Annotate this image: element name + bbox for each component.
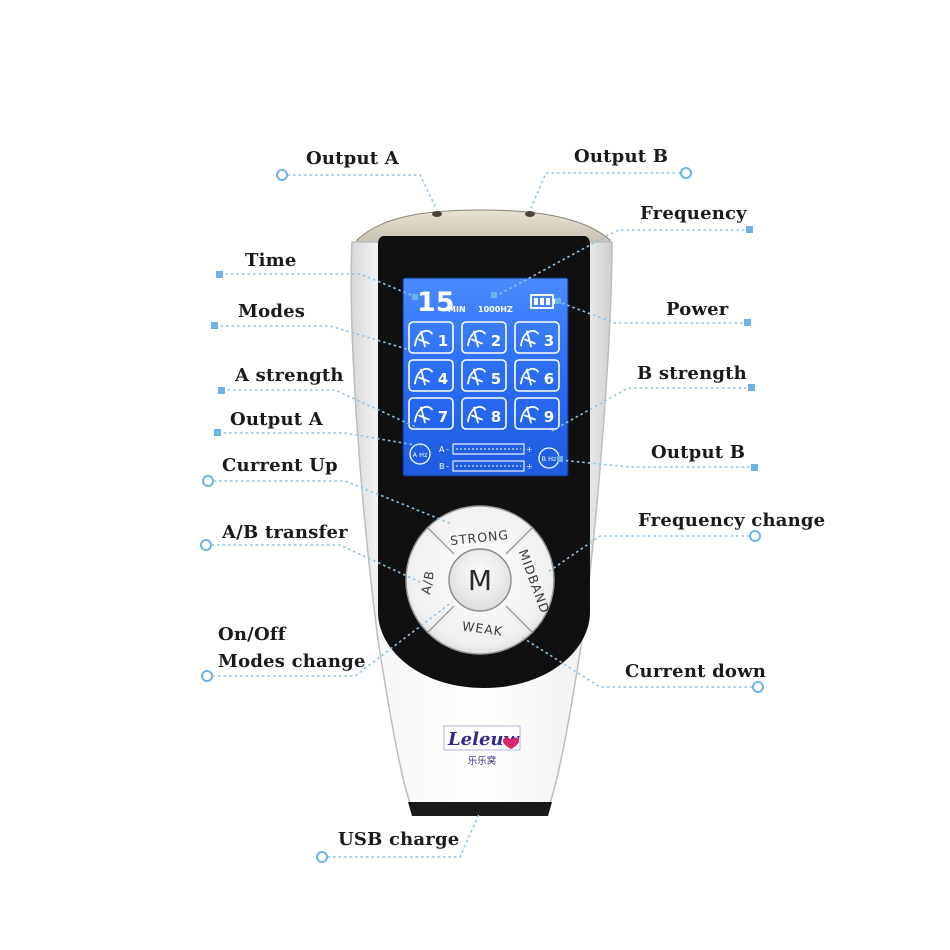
massage-icon xyxy=(520,405,539,424)
label-usb-charge: USB charge xyxy=(338,829,459,850)
bottom-cap xyxy=(408,802,552,816)
massage-icon xyxy=(467,367,486,386)
label-power: Power xyxy=(666,299,729,320)
label-time: Time xyxy=(245,250,297,271)
massage-icon xyxy=(414,329,433,348)
label-modes: Modes xyxy=(238,301,305,322)
lcd-frequency-value: 1000HZ xyxy=(478,305,513,314)
weak-button-label: WEAK xyxy=(461,618,504,639)
massage-icon xyxy=(520,329,539,348)
label-output-b-mid: Output B xyxy=(651,442,745,463)
mode-number: 3 xyxy=(544,332,554,350)
massage-icon xyxy=(467,405,486,424)
button-pad: STRONG MIDBAND WEAK A/B M xyxy=(405,505,555,655)
massage-icon xyxy=(414,405,433,424)
lcd-screen: 15 MIN 1000HZ 1 2 3 4 5 6 7 8 9 A Hz B Hz A - xyxy=(402,277,569,477)
mode-number: 9 xyxy=(544,408,554,426)
mode-icon-5: 5 xyxy=(461,359,507,392)
label-ab-transfer: A/B transfer xyxy=(221,522,348,543)
label-current-down: Current down xyxy=(625,661,766,682)
mode-number: 7 xyxy=(438,408,448,426)
battery-icon xyxy=(530,294,556,309)
mode-icon-3: 3 xyxy=(514,321,560,354)
output-b-jack xyxy=(525,211,535,217)
b-minus: - xyxy=(446,462,449,471)
weak-button[interactable]: WEAK xyxy=(434,606,526,645)
label-output-b-top: Output B xyxy=(574,146,668,167)
label-modes-change: Modes change xyxy=(218,651,366,672)
output-a-jack xyxy=(432,211,442,217)
a-hz-badge xyxy=(409,443,431,465)
b-channel-letter: B xyxy=(439,462,445,471)
leader-lines xyxy=(200,167,764,863)
brand-logo: Leleuw 乐乐窝 xyxy=(443,725,521,767)
mode-icon-2: 2 xyxy=(461,321,507,354)
a-strength-bar xyxy=(452,443,525,455)
b-strength-bar xyxy=(452,460,525,472)
label-a-strength: A strength xyxy=(234,365,344,386)
mode-grid: 1 2 3 4 5 6 7 8 9 xyxy=(408,321,560,430)
a-hz-text: A Hz xyxy=(413,451,428,459)
a-plus: + xyxy=(526,445,533,454)
a-channel-letter: A xyxy=(439,445,445,454)
mode-icon-8: 8 xyxy=(461,397,507,430)
mode-number: 6 xyxy=(544,370,554,388)
heart-icon xyxy=(503,737,519,749)
mode-number: 4 xyxy=(438,370,448,388)
label-frequency-change: Frequency change xyxy=(638,510,825,531)
mode-icon-9: 9 xyxy=(514,397,560,430)
mode-number: 8 xyxy=(491,408,501,426)
massage-icon xyxy=(467,329,486,348)
label-output-a-top: Output A xyxy=(306,148,400,169)
strong-button-label: STRONG xyxy=(449,527,509,548)
brand-chinese-text: 乐乐窝 xyxy=(468,755,497,767)
lcd-time-value: 15 xyxy=(417,287,455,318)
mode-icon-7: 7 xyxy=(408,397,454,430)
device: 15 MIN 1000HZ 1 2 3 4 5 6 7 8 9 A Hz B Hz A - xyxy=(350,209,613,816)
label-current-up: Current Up xyxy=(222,455,338,476)
brand-logo-text: Leleuw xyxy=(447,729,520,750)
mode-number: 5 xyxy=(491,370,501,388)
massage-icon xyxy=(520,367,539,386)
label-frequency: Frequency xyxy=(640,203,747,224)
mode-number: 1 xyxy=(438,332,448,350)
mode-number: 2 xyxy=(491,332,501,350)
massage-icon xyxy=(414,367,433,386)
label-output-a-mid: Output A xyxy=(230,409,324,430)
ab-button-label: A/B xyxy=(418,569,437,596)
mode-icon-6: 6 xyxy=(514,359,560,392)
label-onoff: On/Off xyxy=(218,624,287,645)
m-button-label: M xyxy=(468,564,492,597)
lcd-time-unit: MIN xyxy=(448,305,466,314)
ab-button[interactable]: A/B xyxy=(415,534,454,626)
b-plus: + xyxy=(526,462,533,471)
strong-button[interactable]: STRONG xyxy=(434,515,526,554)
label-b-strength: B strength xyxy=(637,363,747,384)
a-minus: - xyxy=(446,445,449,454)
m-button[interactable]: M xyxy=(448,548,512,612)
callout-labels: Output A Output B Frequency Time Power M… xyxy=(218,146,825,850)
b-hz-text: B Hz xyxy=(542,455,557,463)
channel-bars: A Hz B Hz A - + B - + xyxy=(409,443,560,472)
mode-icon-4: 4 xyxy=(408,359,454,392)
mode-icon-1: 1 xyxy=(408,321,454,354)
